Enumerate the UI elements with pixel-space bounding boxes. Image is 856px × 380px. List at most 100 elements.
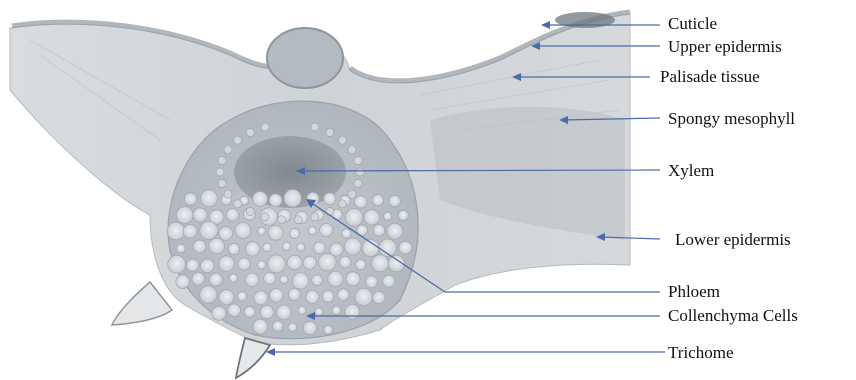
tissue-cell xyxy=(344,238,361,255)
label-trichome: Trichome xyxy=(668,343,734,362)
tissue-cell xyxy=(356,259,366,269)
tissue-cell xyxy=(319,253,337,271)
tissue-cell xyxy=(332,306,341,315)
tissue-cell xyxy=(263,243,272,252)
tissue-cell xyxy=(246,129,254,137)
tissue-cell xyxy=(253,192,268,207)
tissue-cell xyxy=(303,321,316,334)
tissue-cell xyxy=(290,228,300,238)
tissue-cell xyxy=(193,240,206,253)
tissue-cell xyxy=(346,272,360,286)
label-phloem: Phloem xyxy=(668,282,720,301)
tissue-cell xyxy=(328,271,343,286)
tissue-cell xyxy=(297,243,305,251)
trichome-bottom xyxy=(236,338,270,378)
tissue-cell xyxy=(294,216,302,224)
tissue-cell xyxy=(348,146,356,154)
tissue-cell xyxy=(373,225,385,237)
tissue-cell xyxy=(268,225,283,240)
tissue-cell xyxy=(326,208,334,216)
tissue-cell xyxy=(228,304,241,317)
tissue-cell xyxy=(183,225,197,239)
tissue-cell xyxy=(176,275,190,289)
label-spongy-mesophyll: Spongy mesophyll xyxy=(668,109,795,128)
tissue-cell xyxy=(292,273,309,290)
tissue-cell xyxy=(260,305,274,319)
tissue-cell xyxy=(264,272,276,284)
label-palisade-tissue: Palisade tissue xyxy=(660,67,760,86)
tissue-cell xyxy=(200,286,217,303)
tissue-cell xyxy=(366,276,378,288)
tissue-cell xyxy=(288,323,297,332)
tissue-cell xyxy=(269,194,282,207)
tissue-cell xyxy=(219,290,234,305)
tissue-cell xyxy=(244,306,255,317)
tissue-cell xyxy=(284,190,301,207)
tissue-cell xyxy=(270,289,284,303)
tissue-cell xyxy=(229,274,238,283)
tissue-cell xyxy=(200,221,218,239)
tissue-cell xyxy=(261,213,269,221)
label-collenchyma-cells: Collenchyma Cells xyxy=(668,306,798,325)
label-lower-epidermis: Lower epidermis xyxy=(675,230,791,249)
tissue-cell xyxy=(254,291,268,305)
tissue-cell xyxy=(303,256,316,269)
midrib-bump xyxy=(267,28,343,88)
tissue-cell xyxy=(177,244,186,253)
tissue-cell xyxy=(228,243,239,254)
tissue-cell xyxy=(345,209,363,227)
tissue-cell xyxy=(219,227,233,241)
tissue-cell xyxy=(261,123,269,131)
tissue-cell xyxy=(201,190,218,207)
tissue-cell xyxy=(311,123,319,131)
tissue-cell xyxy=(355,196,367,208)
tissue-cell xyxy=(298,306,306,314)
tissue-cell xyxy=(339,256,351,268)
tissue-cell xyxy=(288,289,300,301)
tissue-cell xyxy=(355,288,372,305)
tissue-cell xyxy=(245,273,259,287)
tissue-cell xyxy=(372,195,383,206)
tissue-cell xyxy=(384,212,392,220)
tissue-cell xyxy=(218,157,226,165)
tissue-cell xyxy=(322,291,334,303)
tissue-cell xyxy=(167,222,185,240)
tissue-cell xyxy=(399,241,412,254)
tissue-cell xyxy=(192,272,205,285)
tissue-cell xyxy=(280,275,288,283)
tissue-cell xyxy=(234,136,242,144)
tissue-cell xyxy=(258,227,266,235)
tissue-cell xyxy=(398,210,408,220)
tissue-cell xyxy=(373,291,385,303)
tissue-cell xyxy=(224,190,232,198)
tissue-cell xyxy=(168,255,186,273)
tissue-cell xyxy=(324,325,333,334)
tissue-cell xyxy=(257,261,266,270)
trichome-left xyxy=(112,282,172,325)
tissue-cell xyxy=(315,308,323,316)
tissue-cell xyxy=(184,193,196,205)
tissue-cell xyxy=(253,319,268,334)
tissue-cell xyxy=(383,275,395,287)
tissue-cell xyxy=(306,290,319,303)
tissue-cell xyxy=(356,168,364,176)
tissue-cell xyxy=(176,207,193,224)
tissue-cell xyxy=(320,223,333,236)
tissue-cell xyxy=(354,157,362,165)
tissue-cell xyxy=(201,259,215,273)
label-cuticle: Cuticle xyxy=(668,14,717,33)
tissue-cell xyxy=(326,129,334,137)
tissue-cell xyxy=(246,208,254,216)
tissue-cell xyxy=(238,258,250,270)
tissue-cell xyxy=(324,193,336,205)
tissue-cell xyxy=(348,190,356,198)
tissue-cell xyxy=(312,275,323,286)
tissue-cell xyxy=(218,180,226,188)
label-upper-epidermis: Upper epidermis xyxy=(668,37,782,56)
tissue-cell xyxy=(311,213,319,221)
tissue-cell xyxy=(287,255,302,270)
tissue-cell xyxy=(342,229,351,238)
tissue-cell xyxy=(314,242,326,254)
tissue-cell xyxy=(235,223,251,239)
tissue-cell xyxy=(278,216,286,224)
